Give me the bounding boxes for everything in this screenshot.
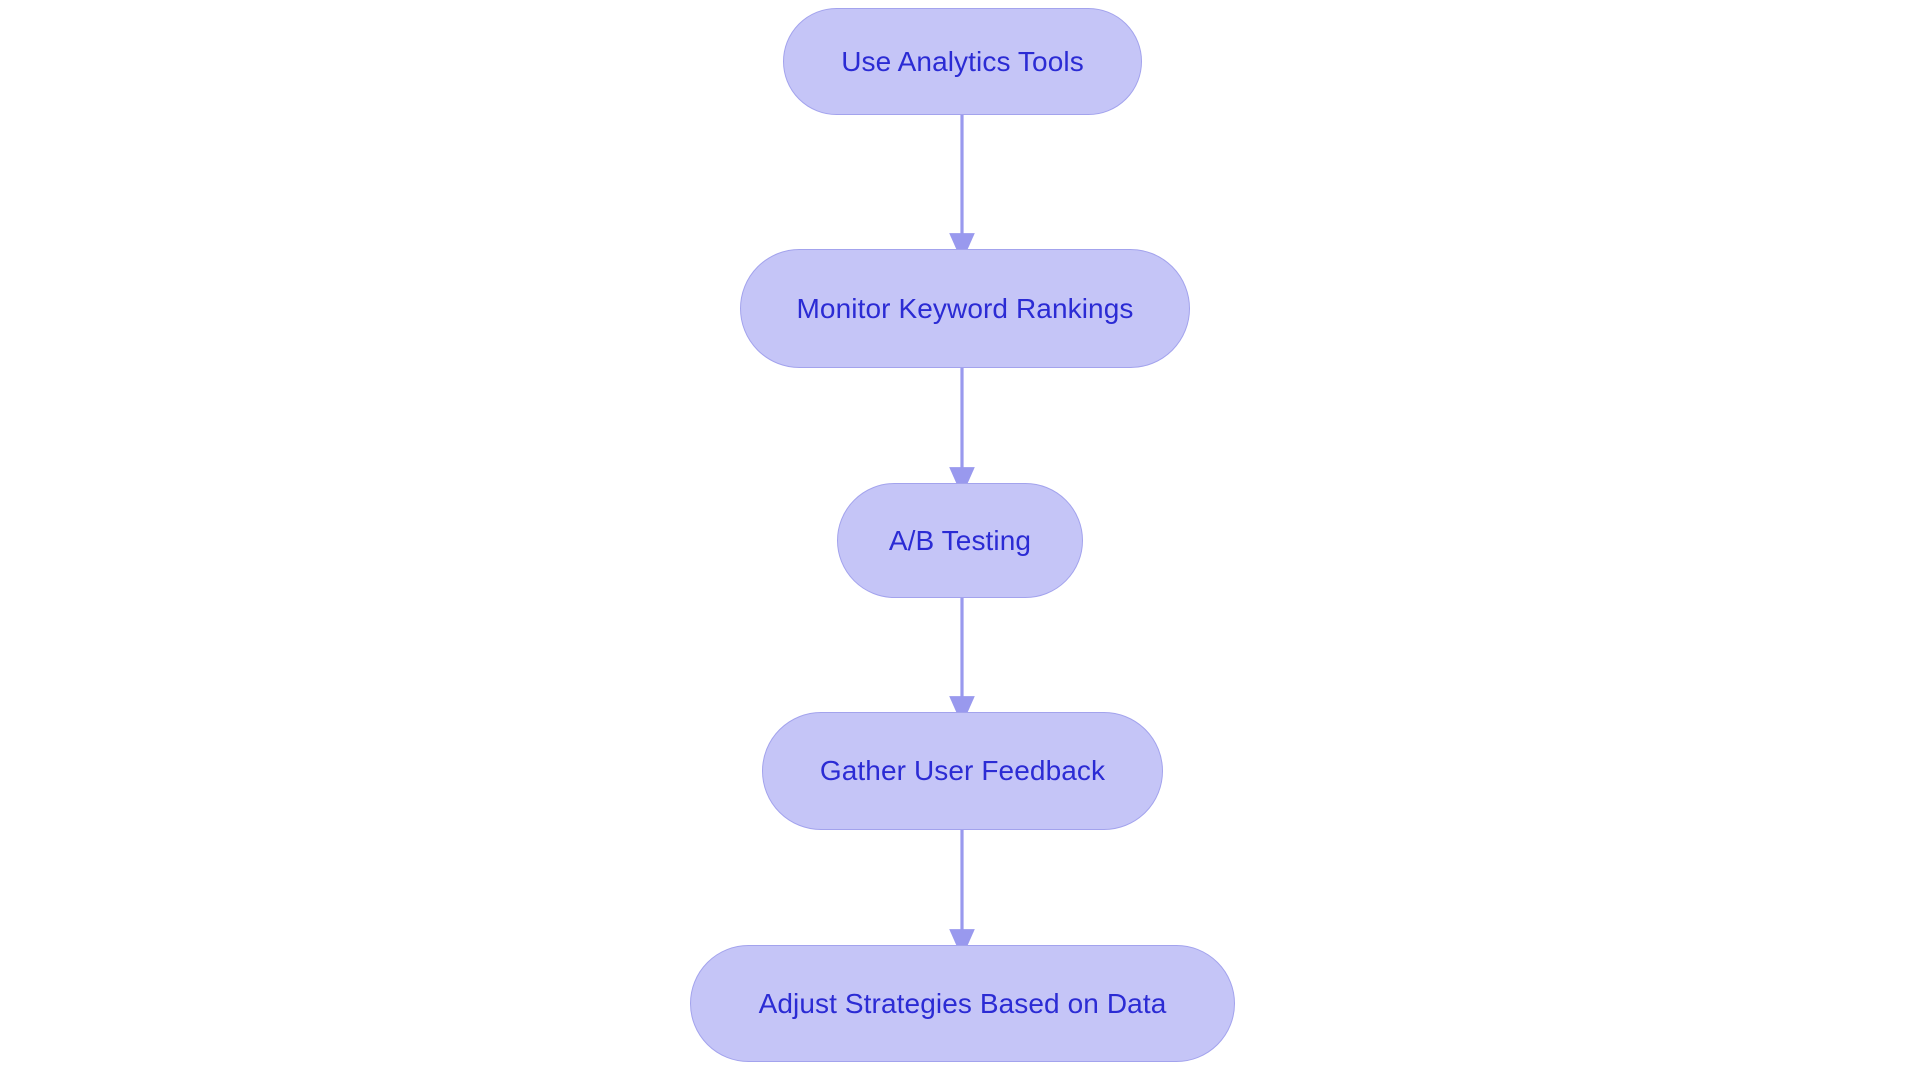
flow-node-label: Gather User Feedback: [819, 755, 1106, 786]
flow-node-label: Adjust Strategies Based on Data: [758, 987, 1167, 1019]
flow-node-monitor-keyword-rankings[interactable]: Monitor Keyword Rankings: [740, 249, 1190, 368]
flow-node-adjust-strategies[interactable]: Adjust Strategies Based on Data: [690, 945, 1235, 1062]
flow-node-label: A/B Testing: [888, 524, 1032, 556]
flow-node-label: Monitor Keyword Rankings: [796, 292, 1134, 324]
flow-node-use-analytics-tools[interactable]: Use Analytics Tools: [783, 8, 1142, 115]
flow-node-label: Use Analytics Tools: [841, 45, 1084, 77]
flow-node-gather-user-feedback[interactable]: Gather User Feedback: [762, 712, 1163, 830]
flow-node-ab-testing[interactable]: A/B Testing: [837, 483, 1083, 598]
